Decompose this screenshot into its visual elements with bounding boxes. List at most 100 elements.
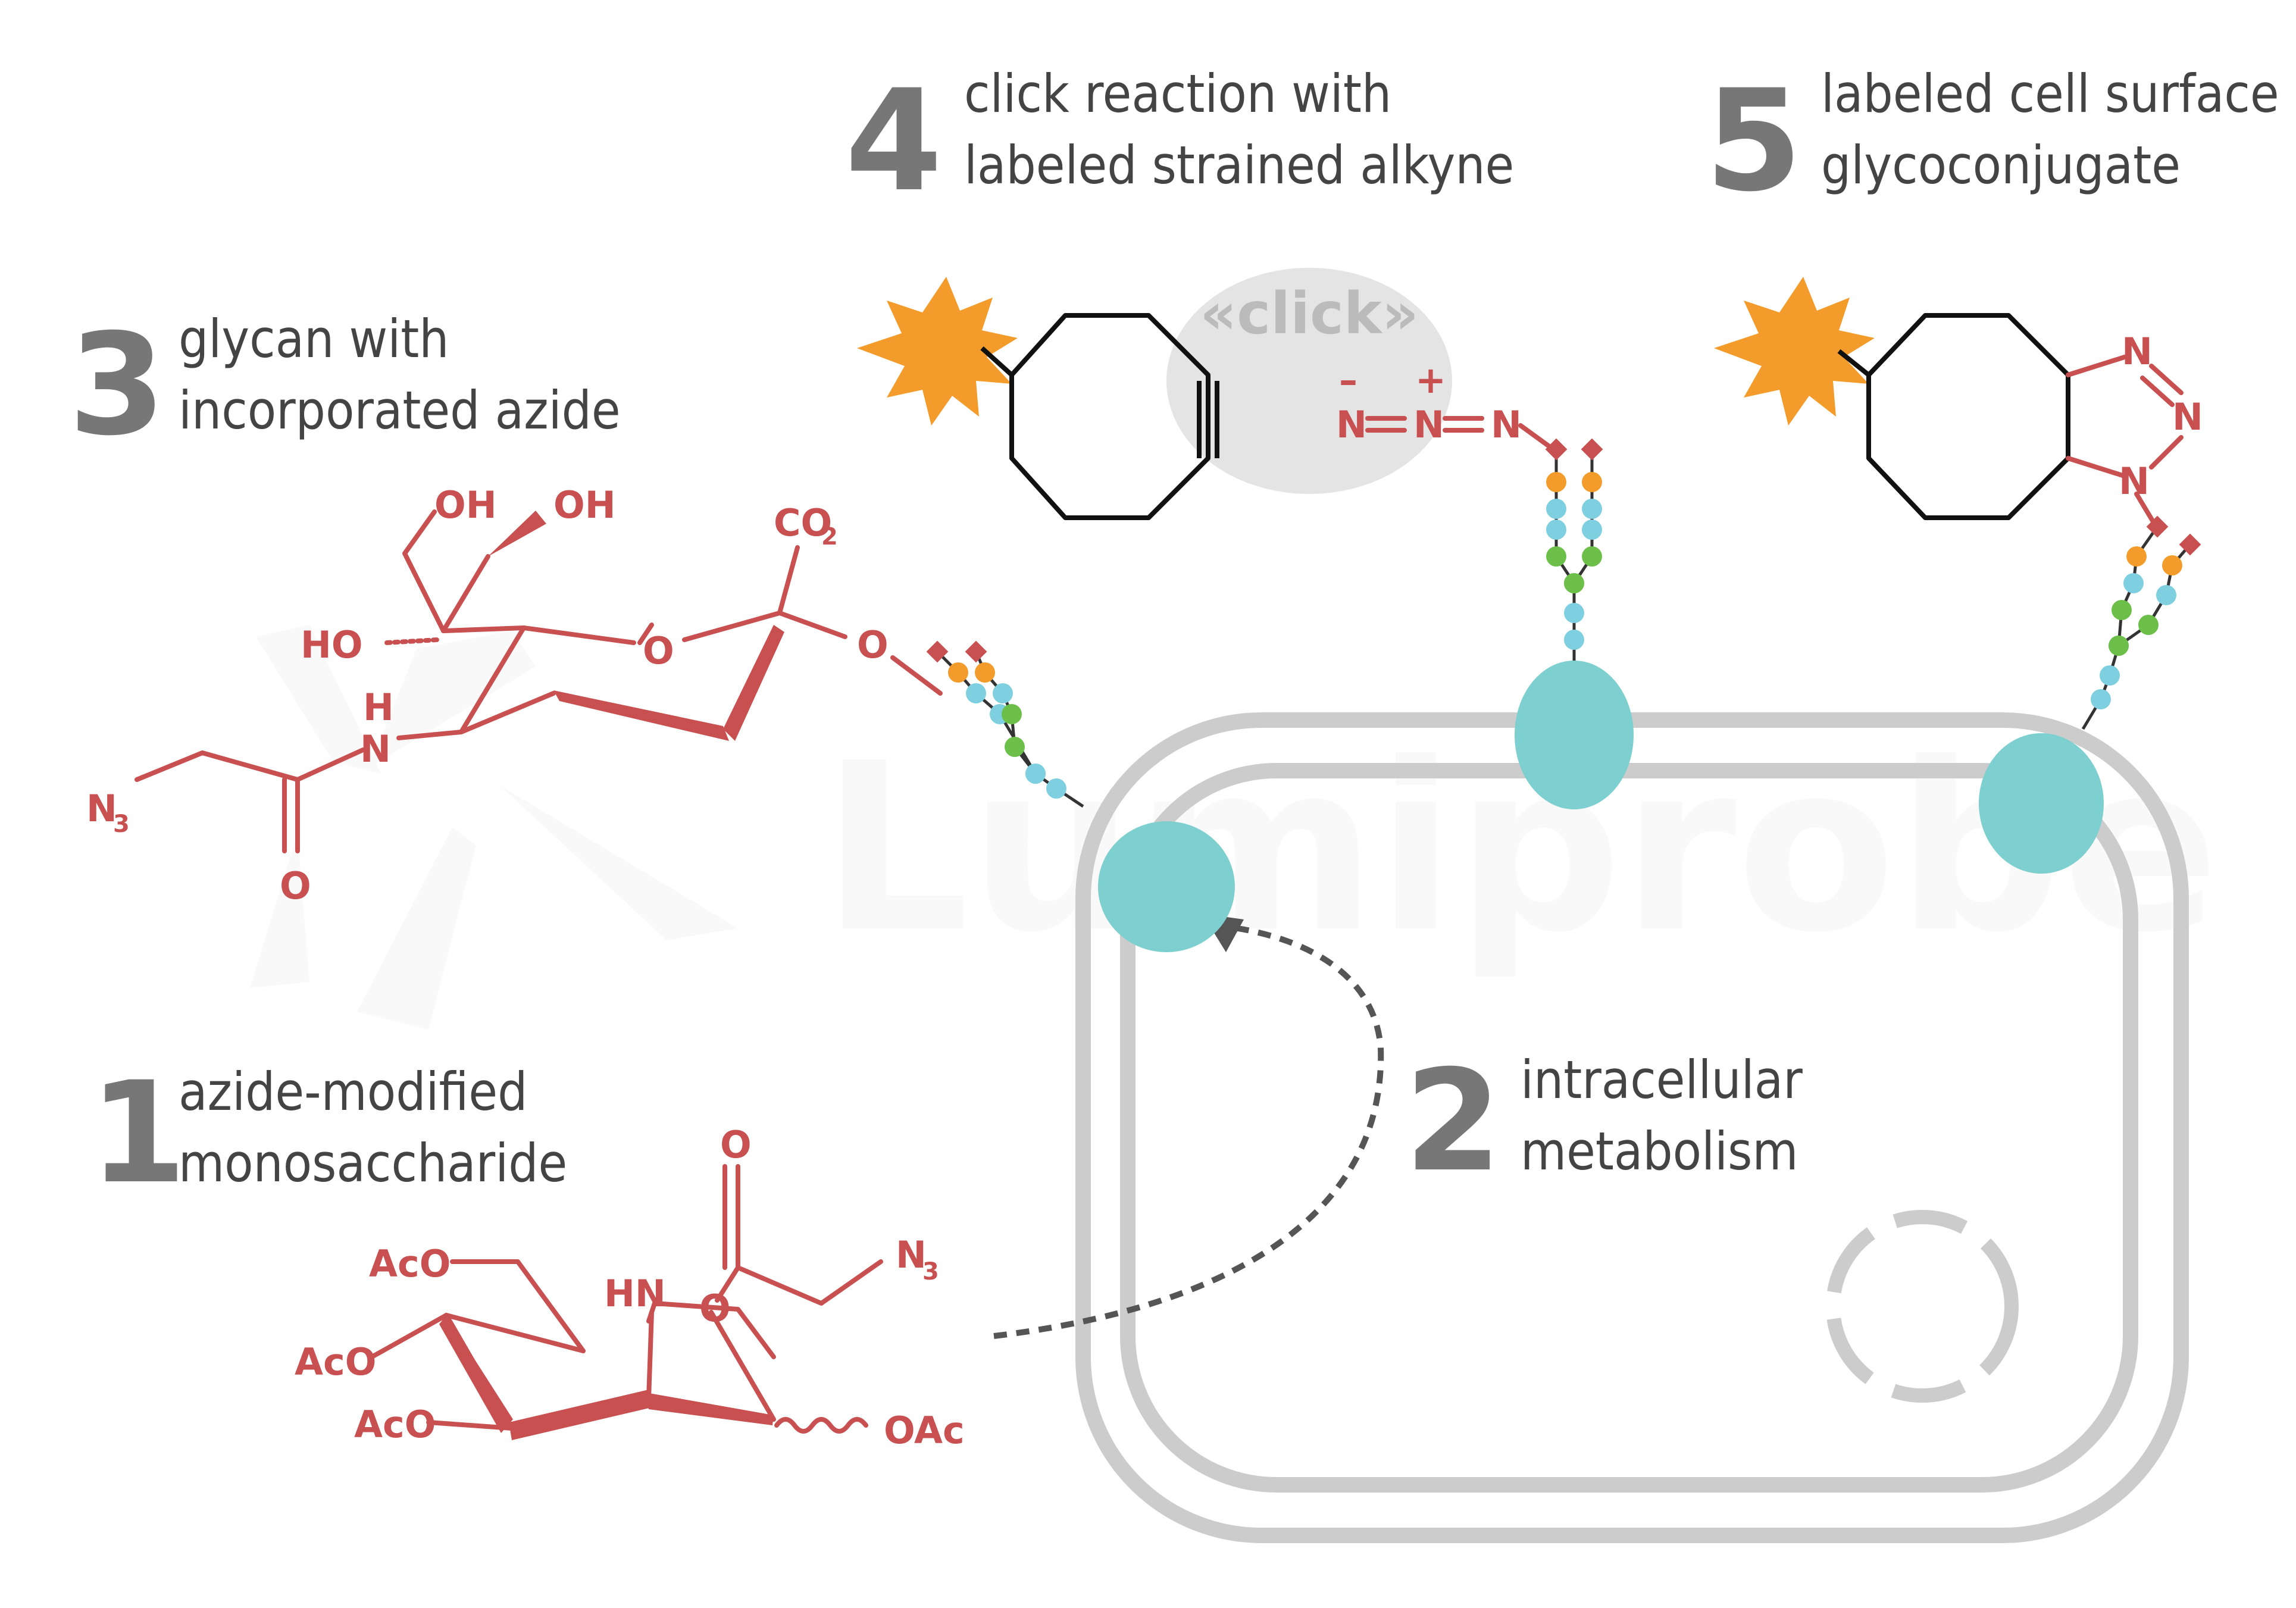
triazole-n3: N bbox=[2119, 459, 2150, 503]
sugar-bead-icon bbox=[2156, 585, 2176, 605]
carbonyl-oxygen: O bbox=[720, 1123, 752, 1166]
ring-wedge bbox=[509, 1390, 652, 1440]
step-caption-line1: labeled cell surface bbox=[1821, 63, 2279, 124]
azide-n-plus: N bbox=[1413, 403, 1444, 446]
azide-n3-label: N bbox=[86, 787, 117, 830]
sialic-acid-bead-icon bbox=[1545, 438, 1568, 461]
sugar-bead-icon bbox=[1546, 499, 1566, 519]
dye-starburst-icon bbox=[857, 277, 1018, 426]
sialic-acid-bead-icon bbox=[1581, 438, 1603, 461]
membrane-protein-icon bbox=[1979, 733, 2104, 874]
ring-wedge bbox=[553, 690, 729, 741]
watermark: Lumiprobe bbox=[250, 625, 2219, 1030]
acetoxy-label: AcO bbox=[295, 1340, 376, 1384]
step-caption-line2: monosaccharide bbox=[179, 1133, 567, 1194]
sugar-bead-icon bbox=[2100, 665, 2120, 686]
sugar-bead-icon bbox=[1564, 573, 1584, 593]
sugar-bead-icon bbox=[1582, 472, 1602, 492]
sialic-acid-structure: OH OH HO CO 2 O O H N N 3 O bbox=[86, 483, 943, 908]
step-caption-line2: metabolism bbox=[1521, 1121, 1798, 1182]
azide-minus-charge: – bbox=[1339, 358, 1357, 402]
sugar-bead-icon bbox=[966, 683, 986, 703]
step-caption-line2: incorporated azide bbox=[179, 380, 621, 441]
sugar-bead-icon bbox=[993, 683, 1013, 703]
sialic-acid-bead-icon bbox=[2179, 533, 2201, 556]
triazole-product: N N N bbox=[1837, 313, 2203, 526]
azide-plus-charge: + bbox=[1415, 358, 1446, 402]
sugar-bead-icon bbox=[1546, 520, 1566, 540]
azide-n: N bbox=[1336, 403, 1367, 446]
anomeric-acetate-label: OAc bbox=[884, 1409, 965, 1452]
oh-label: OH bbox=[434, 483, 497, 527]
carboxylate-label: CO bbox=[774, 501, 832, 545]
sugar-bead-icon bbox=[2138, 615, 2159, 635]
sialic-acid-bead-icon bbox=[965, 640, 987, 663]
cyclooctyne bbox=[980, 313, 1219, 520]
amide-hn: HN bbox=[604, 1272, 666, 1315]
ring-wedge bbox=[723, 625, 784, 741]
step-3: 3 glycan with incorporated azide bbox=[68, 304, 621, 467]
step-5: 5 labeled cell surface glycoconjugate bbox=[1705, 60, 2279, 223]
sugar-bead-icon bbox=[1025, 764, 1046, 784]
dye-starburst-icon bbox=[1714, 277, 1875, 426]
sialic-acid-bead-icon bbox=[2146, 515, 2169, 538]
sugar-bead-icon bbox=[2091, 689, 2111, 709]
step-number: 5 bbox=[1705, 60, 1803, 223]
azide-n3-label: N bbox=[896, 1233, 927, 1277]
step-caption-line1: intracellular bbox=[1521, 1049, 1803, 1110]
click-halo bbox=[1166, 268, 1452, 494]
step-caption-line1: glycan with bbox=[179, 308, 449, 370]
azide-n3-subscript: 3 bbox=[113, 811, 130, 838]
oh-label: OH bbox=[553, 483, 616, 527]
amide-h: H bbox=[363, 686, 394, 729]
step-4: 4 click reaction with labeled strained a… bbox=[845, 60, 1514, 223]
step-2: 2 intracellular metabolism bbox=[1404, 1040, 1803, 1203]
carbonyl-oxygen: O bbox=[280, 864, 311, 908]
step-number: 1 bbox=[89, 1052, 187, 1215]
azide-n3-subscript: 3 bbox=[922, 1258, 939, 1285]
sugar-bead-icon bbox=[948, 662, 968, 683]
sugar-bead-icon bbox=[1582, 499, 1602, 519]
sugar-bead-icon bbox=[1546, 546, 1566, 567]
sugar-bead-icon bbox=[1582, 520, 1602, 540]
sugar-bead-icon bbox=[2162, 555, 2182, 575]
sugar-bead-icon bbox=[2112, 600, 2132, 620]
sugar-bead-icon bbox=[1002, 704, 1022, 724]
sugar-bead-icon bbox=[1564, 603, 1584, 623]
ring-wedge bbox=[439, 1315, 513, 1433]
triazole-n1: N bbox=[2122, 330, 2153, 373]
step-caption-line2: glycoconjugate bbox=[1821, 134, 2181, 196]
watermark-logo-icon bbox=[250, 625, 738, 1030]
sugar-bead-icon bbox=[2109, 636, 2129, 656]
ho-label: HO bbox=[301, 623, 363, 667]
oh-wedge bbox=[488, 511, 546, 556]
ring-oxygen: O bbox=[699, 1287, 731, 1330]
sugar-bead-icon bbox=[2123, 573, 2144, 593]
membrane-protein-icon bbox=[1098, 821, 1235, 952]
glycan-chains bbox=[926, 438, 2201, 808]
glycosidic-oxygen: O bbox=[857, 623, 889, 667]
step-number: 3 bbox=[68, 304, 166, 467]
step-caption-line1: click reaction with bbox=[964, 63, 1391, 124]
step-number: 4 bbox=[845, 60, 943, 223]
carboxylate-subscript: 2 bbox=[821, 523, 838, 550]
step-caption-line1: azide-modified bbox=[179, 1061, 527, 1122]
azide-n-terminal: N bbox=[1491, 403, 1522, 446]
sugar-bead-icon bbox=[2126, 546, 2147, 567]
surface-azide: N N N – + bbox=[1336, 358, 1556, 452]
click-label: «click» bbox=[1200, 280, 1419, 347]
sugar-bead-icon bbox=[1046, 778, 1066, 799]
sugar-bead-icon bbox=[1546, 472, 1566, 492]
acetoxy-label: AcO bbox=[369, 1242, 451, 1285]
step-1: 1 azide-modified monosaccharide bbox=[89, 1052, 567, 1215]
sugar-bead-icon bbox=[1564, 630, 1584, 650]
ring-oxygen: O bbox=[643, 629, 674, 672]
sugar-bead-icon bbox=[1582, 546, 1602, 567]
azido-monosaccharide: O N 3 HN O AcO AcO AcO OAc bbox=[295, 1123, 965, 1452]
acetoxy-label: AcO bbox=[354, 1403, 436, 1446]
membrane-protein-icon bbox=[1515, 661, 1634, 809]
ring-wedge bbox=[646, 1393, 774, 1425]
step-number: 2 bbox=[1404, 1040, 1502, 1203]
amide-n: N bbox=[360, 727, 391, 771]
